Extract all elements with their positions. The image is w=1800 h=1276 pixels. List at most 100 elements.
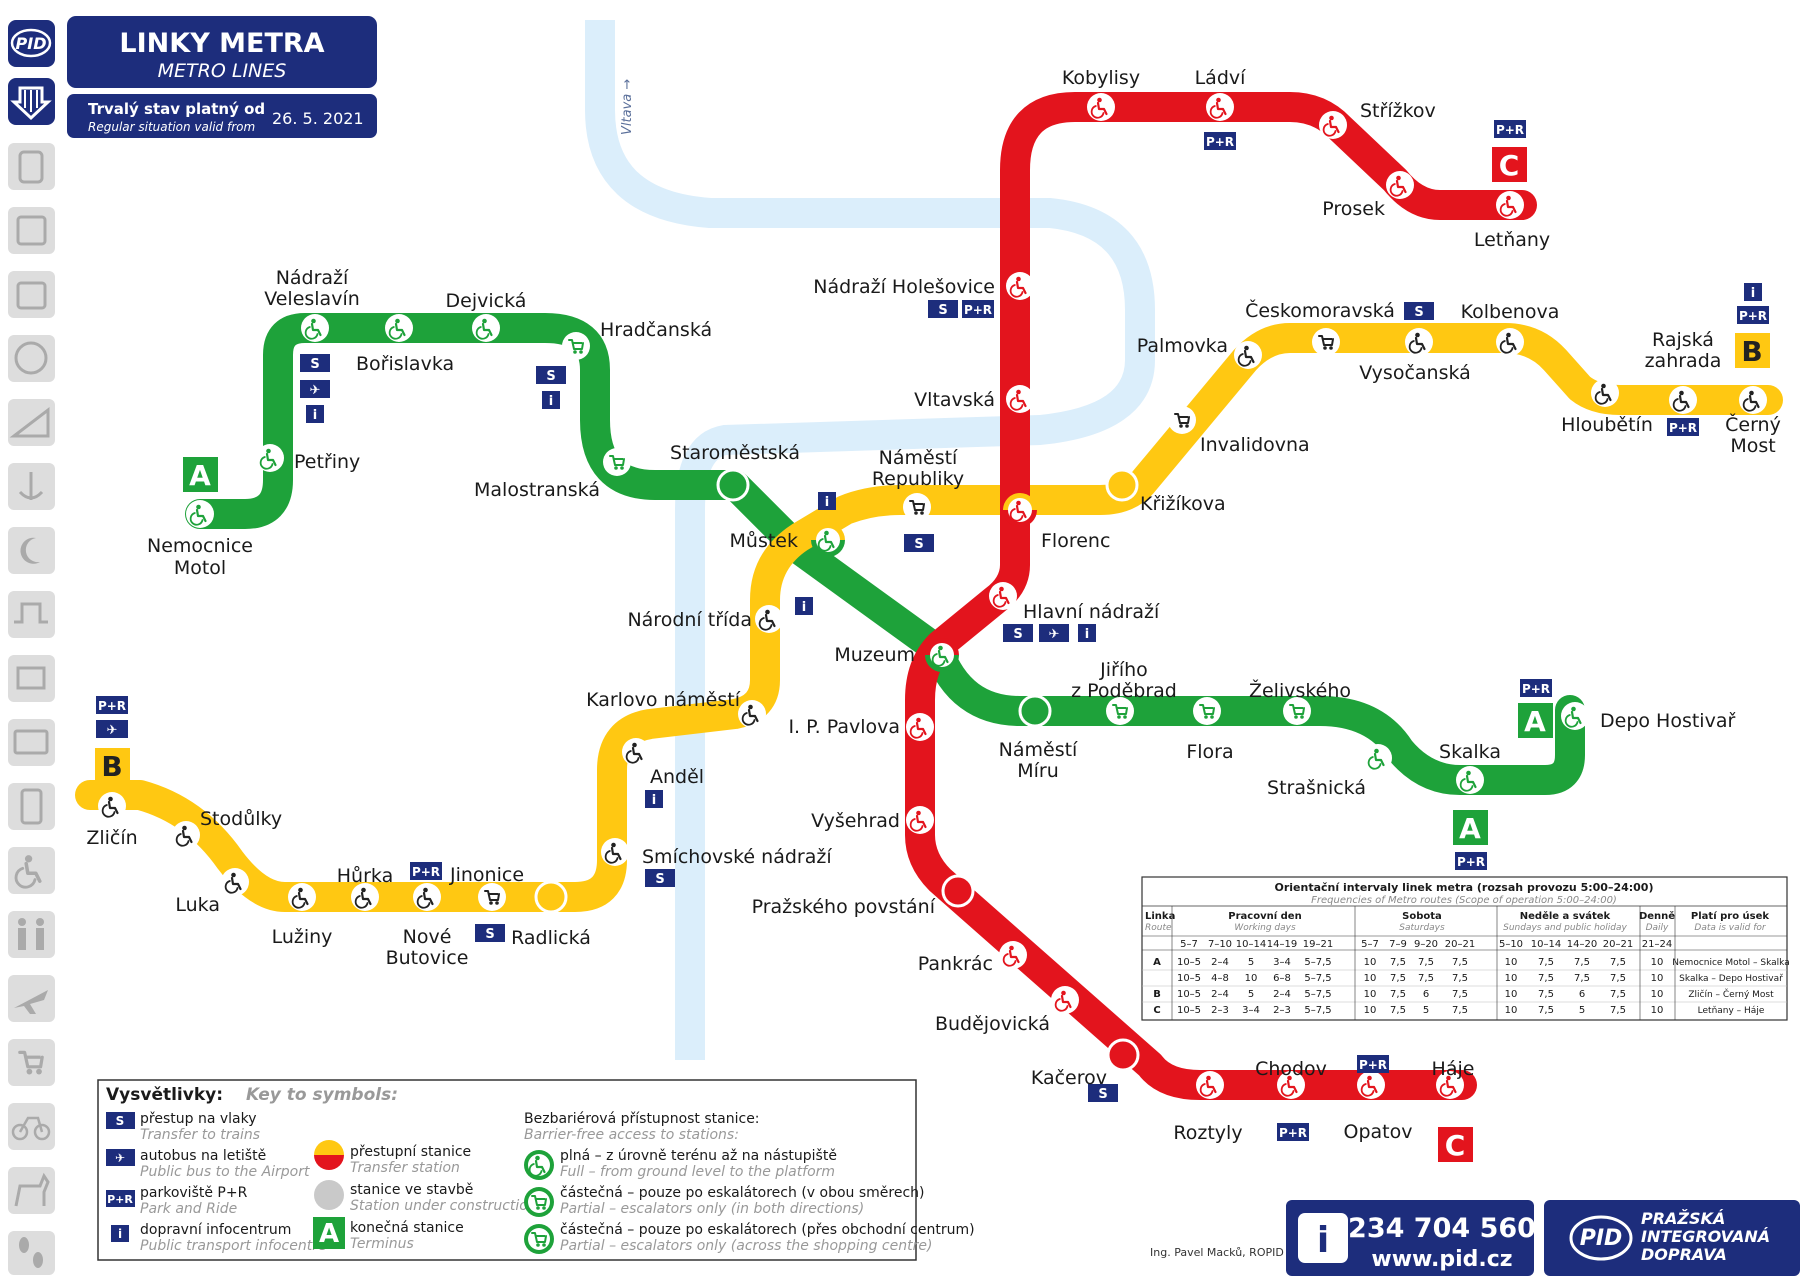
night-icon[interactable] bbox=[8, 527, 55, 574]
funicular-icon[interactable] bbox=[8, 399, 55, 446]
station-petriny[interactable] bbox=[256, 444, 284, 472]
station-smichovske-nadrazi[interactable] bbox=[601, 838, 629, 866]
station-cerny-most[interactable] bbox=[1739, 386, 1767, 414]
freq-line-cell: C bbox=[1153, 1005, 1160, 1016]
station-rajska-zahrada[interactable] bbox=[1669, 386, 1697, 414]
station-prosek[interactable] bbox=[1386, 171, 1414, 199]
mobile-icon[interactable] bbox=[8, 783, 55, 830]
station-florenc[interactable] bbox=[1003, 493, 1037, 527]
station-hlavni-nadrazi[interactable] bbox=[989, 582, 1017, 610]
ticket-icon[interactable] bbox=[8, 655, 55, 702]
station-vysocanska[interactable] bbox=[1405, 328, 1433, 356]
station-nadrazi-veleslavin[interactable] bbox=[301, 314, 329, 342]
ferry-icon[interactable] bbox=[8, 463, 55, 510]
station-krizikova[interactable] bbox=[1105, 468, 1139, 502]
badges-hradcanska: S i bbox=[536, 366, 566, 409]
station-zelivskeho[interactable] bbox=[1283, 697, 1311, 725]
station-muzeum[interactable] bbox=[925, 638, 959, 672]
station-strizkov[interactable] bbox=[1319, 111, 1347, 139]
label-vysocanska: Vysočanská bbox=[1359, 362, 1471, 384]
station-hloubetin[interactable] bbox=[1591, 379, 1619, 407]
subtitle: METRO LINES bbox=[158, 60, 287, 82]
station-radlicka[interactable] bbox=[534, 880, 568, 914]
station-depo-hostivar[interactable] bbox=[1561, 702, 1589, 730]
detour-icon[interactable] bbox=[8, 591, 55, 638]
station-roztyly[interactable] bbox=[1196, 1071, 1224, 1099]
svg-text:Orientační intervaly linek met: Orientační intervaly linek metra (rozsah… bbox=[1274, 881, 1653, 894]
family-icon[interactable] bbox=[8, 911, 55, 958]
label-nemocnice: Nemocnice bbox=[147, 535, 253, 557]
station-namesti-republiky[interactable] bbox=[903, 493, 931, 521]
pid-brand[interactable]: PID PRAŽSKÁ INTEGROVANÁ DOPRAVA bbox=[1544, 1200, 1800, 1276]
station-narodni-trida[interactable] bbox=[755, 605, 783, 633]
tram-icon[interactable] bbox=[8, 143, 55, 190]
station-andel[interactable] bbox=[622, 738, 650, 766]
station-skalka[interactable] bbox=[1456, 766, 1484, 794]
plane-icon[interactable] bbox=[8, 975, 55, 1022]
station-ladvi[interactable] bbox=[1206, 93, 1234, 121]
station-haje[interactable] bbox=[1436, 1071, 1464, 1099]
station-chodov[interactable] bbox=[1277, 1071, 1305, 1099]
card-icon[interactable] bbox=[8, 719, 55, 766]
label-vysehrad: Vyšehrad bbox=[811, 810, 900, 832]
station-hurka[interactable] bbox=[351, 883, 379, 911]
station-jinonice[interactable] bbox=[478, 883, 506, 911]
freq-cell: 10 bbox=[1245, 973, 1258, 984]
station-pankrac[interactable] bbox=[999, 941, 1027, 969]
svg-text:Barrier-free access to station: Barrier-free access to stations: bbox=[524, 1127, 739, 1143]
station-prazskeho-povstani[interactable] bbox=[941, 874, 975, 908]
trolleybus-icon[interactable] bbox=[8, 271, 55, 318]
station-namesti-miru[interactable] bbox=[1018, 694, 1052, 728]
label-strasnicka: Strašnická bbox=[1267, 777, 1366, 799]
station-i-p-pavlova[interactable] bbox=[906, 713, 934, 741]
dog-icon[interactable] bbox=[8, 1167, 55, 1214]
legend: Vysvětlivky: Key to symbols: S přestup n… bbox=[97, 1079, 975, 1261]
station-nemocnice-motol[interactable] bbox=[186, 500, 214, 528]
label-flora: Flora bbox=[1186, 741, 1233, 763]
station-kacerov[interactable] bbox=[1106, 1038, 1140, 1072]
svg-text:Pracovní den: Pracovní den bbox=[1228, 910, 1301, 922]
station-strasnicka[interactable] bbox=[1364, 744, 1392, 772]
station-hradcanska[interactable] bbox=[562, 332, 590, 360]
metro-icon[interactable] bbox=[8, 78, 55, 125]
svg-text:Linka: Linka bbox=[1145, 911, 1175, 922]
station-palmovka[interactable] bbox=[1234, 341, 1262, 369]
station-malostranska[interactable] bbox=[603, 448, 631, 476]
pid-logo[interactable]: PID bbox=[8, 20, 55, 67]
station-dejvicka[interactable] bbox=[472, 314, 500, 342]
wheelchair-icon[interactable] bbox=[8, 847, 55, 894]
walk-icon[interactable] bbox=[8, 1231, 55, 1275]
station-budejovicka[interactable] bbox=[1051, 986, 1079, 1014]
station-flora[interactable] bbox=[1193, 697, 1221, 725]
station-borislavka[interactable] bbox=[385, 314, 413, 342]
station-opatov[interactable] bbox=[1357, 1071, 1385, 1099]
station-ceskomoravska[interactable] bbox=[1312, 328, 1340, 356]
station-luziny[interactable] bbox=[288, 883, 316, 911]
station-invalidovna[interactable] bbox=[1168, 406, 1196, 434]
station-vysehrad[interactable] bbox=[906, 806, 934, 834]
freq-cell: 10 bbox=[1505, 973, 1518, 984]
stroller-icon[interactable] bbox=[8, 1039, 55, 1086]
station-kobylisy[interactable] bbox=[1087, 93, 1115, 121]
station-letnany[interactable] bbox=[1496, 191, 1524, 219]
station-karlovo-namesti[interactable] bbox=[738, 700, 766, 728]
station-kolbenova[interactable] bbox=[1496, 328, 1524, 356]
freq-cell: 7,5 bbox=[1418, 973, 1434, 984]
station-jiriho-z-podebrad[interactable] bbox=[1106, 697, 1134, 725]
station-luka[interactable] bbox=[221, 868, 249, 896]
svg-text:Denně: Denně bbox=[1639, 910, 1675, 922]
freq-time-header: 21–24 bbox=[1642, 939, 1672, 950]
info-box[interactable]: i 234 704 560 www.pid.cz bbox=[1286, 1200, 1536, 1276]
station-nove-butovice[interactable] bbox=[413, 883, 441, 911]
station-zlicin[interactable] bbox=[98, 792, 126, 820]
freq-cell: 5 bbox=[1579, 1005, 1585, 1016]
bus-icon[interactable] bbox=[8, 207, 55, 254]
svg-text:částečná – pouze po eskalátore: částečná – pouze po eskalátorech (v obou… bbox=[560, 1185, 925, 1201]
station-nadrazi-holesovice[interactable] bbox=[1006, 272, 1034, 300]
station-stodulky[interactable] bbox=[172, 821, 200, 849]
station-staromestska[interactable] bbox=[716, 468, 750, 502]
station-vltavska[interactable] bbox=[1006, 385, 1034, 413]
station-mustek[interactable] bbox=[811, 523, 845, 557]
train-icon[interactable] bbox=[8, 335, 55, 382]
bike-icon[interactable] bbox=[8, 1103, 55, 1150]
